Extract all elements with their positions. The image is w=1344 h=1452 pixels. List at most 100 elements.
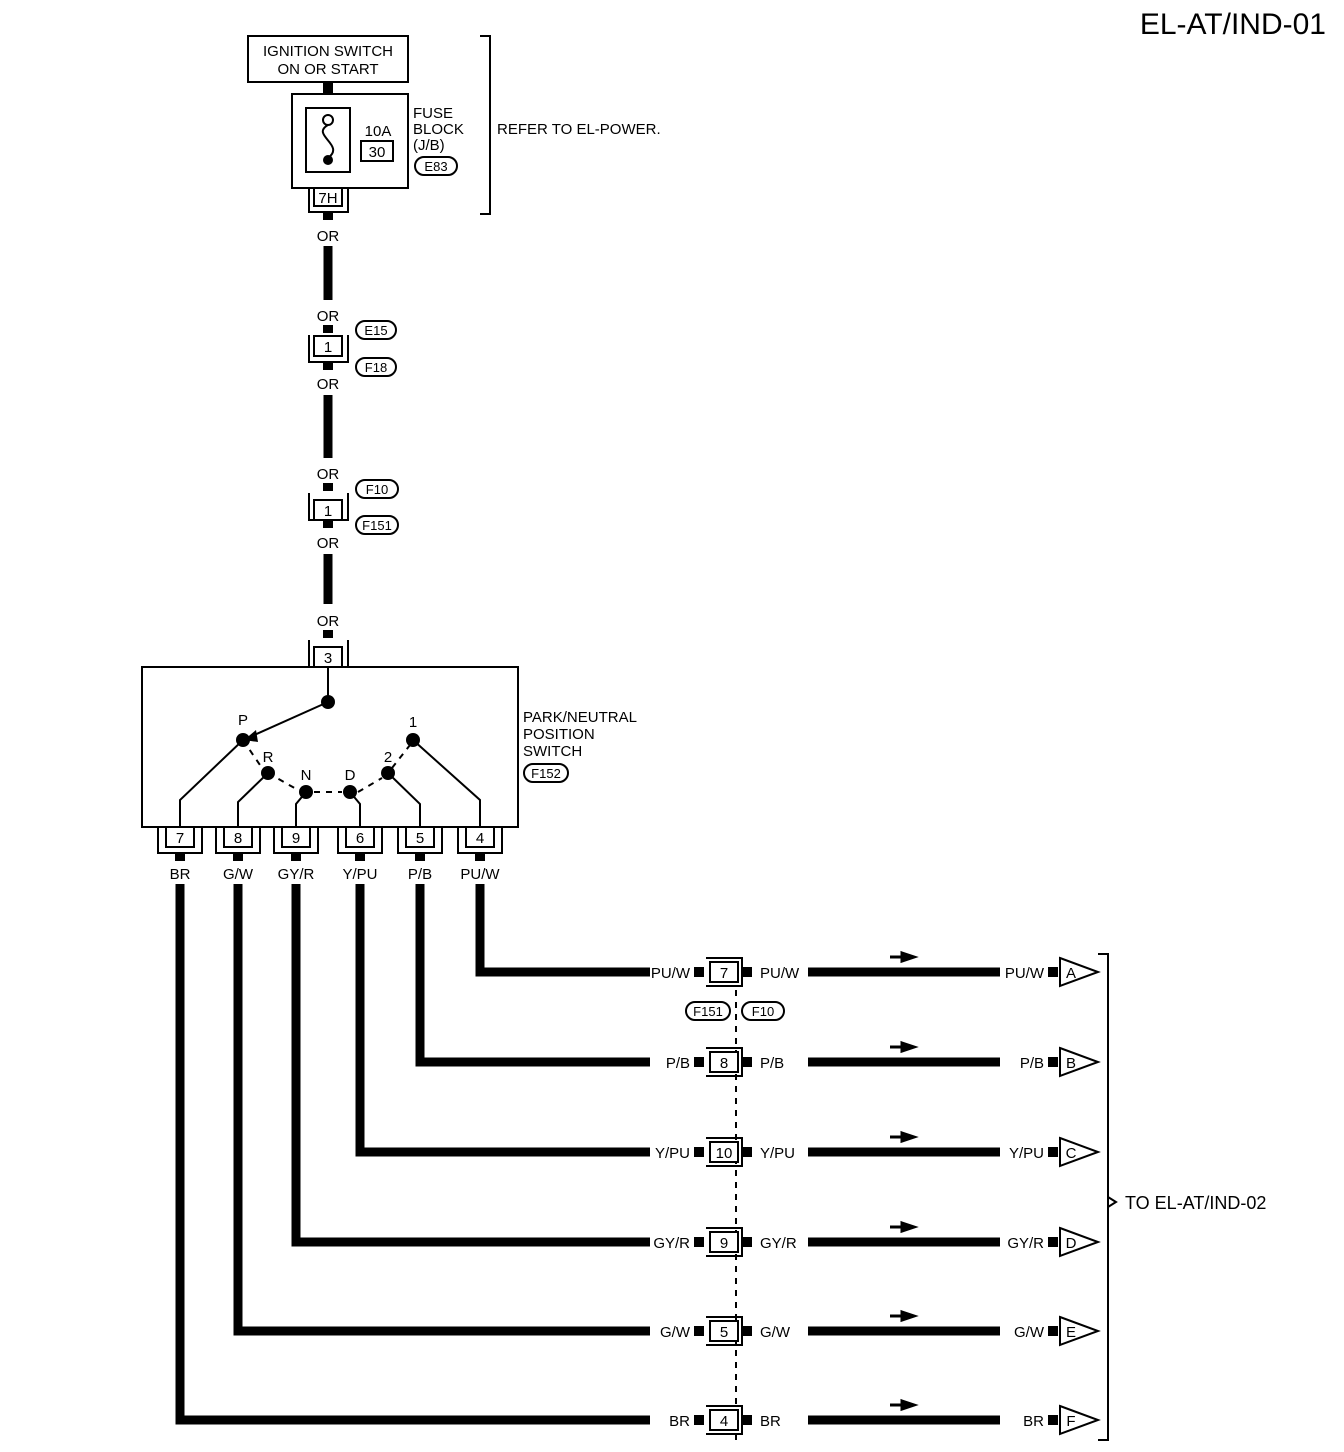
destination-color: P/B xyxy=(1020,1055,1044,1072)
wire-label-or-1: OR xyxy=(317,228,340,245)
junction-pin-10: 10 xyxy=(716,1145,733,1162)
destination-arrow-icon xyxy=(1059,1315,1101,1347)
junction-right-color: P/B xyxy=(760,1055,784,1072)
connector-2-bottom: F151 xyxy=(362,518,392,533)
junction-right-color: GY/R xyxy=(760,1235,797,1252)
wire-label-or-5: OR xyxy=(317,535,340,552)
connector-1-top: E15 xyxy=(364,323,387,338)
position-2: 2 xyxy=(384,749,392,766)
destination-color: PU/W xyxy=(1005,965,1045,982)
direction-arrow-icon xyxy=(890,1220,919,1234)
switch-wire-color: GY/R xyxy=(278,866,315,883)
junction-left-color: PU/W xyxy=(651,965,691,982)
fuse-label-2: BLOCK xyxy=(413,121,464,138)
switch-label-2: POSITION xyxy=(523,726,595,743)
connector-2-pin: 1 xyxy=(324,503,332,520)
position-1: 1 xyxy=(409,714,417,731)
junction-left-connector: F151 xyxy=(693,1004,723,1019)
destination-color: Y/PU xyxy=(1009,1145,1044,1162)
switch-label-1: PARK/NEUTRAL xyxy=(523,709,637,726)
ignition-switch-box xyxy=(247,35,409,83)
junction-pin-box xyxy=(709,1051,739,1073)
junction-pin-8: 8 xyxy=(720,1055,728,1072)
junction-left-color: G/W xyxy=(660,1324,691,1341)
refer-bracket xyxy=(480,35,491,215)
wire-label-or-4: OR xyxy=(317,466,340,483)
switch-label-3: SWITCH xyxy=(523,743,582,760)
switch-pin-box xyxy=(465,826,495,848)
wire-label-or-2: OR xyxy=(317,308,340,325)
switch-pin-4: 4 xyxy=(476,830,484,847)
switch-wire-color: PU/W xyxy=(460,866,500,883)
connector-1-pin: 1 xyxy=(324,339,332,356)
junction-pin-9: 9 xyxy=(720,1235,728,1252)
direction-arrow-icon xyxy=(890,1309,919,1323)
fuse-label-1: FUSE xyxy=(413,105,453,122)
output-wire xyxy=(233,884,650,1336)
output-wire xyxy=(415,884,650,1067)
switch-pin-5: 5 xyxy=(416,830,424,847)
fuse-terminal: 7H xyxy=(318,190,337,207)
output-wire xyxy=(291,884,650,1247)
switch-pin-in: 3 xyxy=(324,650,332,667)
ignition-switch-line2: ON OR START xyxy=(277,61,378,78)
switch-wire-color: Y/PU xyxy=(342,866,377,883)
fuse-connector: E83 xyxy=(424,159,447,174)
park-neutral-switch xyxy=(141,666,519,828)
position-r: R xyxy=(263,749,274,766)
junction-pin-box xyxy=(709,1409,739,1431)
wire-label-or-6: OR xyxy=(317,613,340,630)
junction-pin-7: 7 xyxy=(720,965,728,982)
junction-left-color: GY/R xyxy=(653,1235,690,1252)
destination-letter-C: C xyxy=(1066,1145,1077,1162)
fuse-icon xyxy=(321,124,335,159)
switch-pin-9: 9 xyxy=(292,830,300,847)
switch-pin-box xyxy=(223,826,253,848)
destination-letter-F: F xyxy=(1066,1413,1075,1430)
connector-1-bottom: F18 xyxy=(365,360,387,375)
fuse-label-3: (J/B) xyxy=(413,137,445,154)
direction-arrow-icon xyxy=(890,950,919,964)
position-d: D xyxy=(345,767,356,784)
direction-arrow-icon xyxy=(890,1398,919,1412)
fuse-number: 30 xyxy=(369,144,386,161)
switch-pin-7: 7 xyxy=(176,830,184,847)
junction-left-color: BR xyxy=(669,1413,690,1430)
switch-pin-box xyxy=(405,826,435,848)
switch-connector: F152 xyxy=(531,766,561,781)
destination-letter-A: A xyxy=(1066,965,1076,982)
page-code: EL-AT/IND-01 xyxy=(1140,8,1326,41)
switch-pin-box xyxy=(345,826,375,848)
direction-arrow-icon xyxy=(890,1130,919,1144)
junction-pin-box xyxy=(709,961,739,983)
destination-arrow-icon xyxy=(1059,1046,1101,1078)
destination-color: GY/R xyxy=(1007,1235,1044,1252)
position-p: P xyxy=(238,712,248,729)
destination-letter-D: D xyxy=(1066,1235,1077,1252)
connector-2-top: F10 xyxy=(366,482,388,497)
junction-right-connector: F10 xyxy=(752,1004,774,1019)
switch-pin-box xyxy=(165,826,195,848)
destination-color: G/W xyxy=(1014,1324,1045,1341)
position-n: N xyxy=(301,767,312,784)
destination-bracket xyxy=(1098,953,1118,1441)
direction-arrow-icon xyxy=(890,1040,919,1054)
output-wires xyxy=(175,884,650,1425)
junction-right-color: PU/W xyxy=(760,965,800,982)
junction-left-color: P/B xyxy=(666,1055,690,1072)
junction-pin-box xyxy=(709,1231,739,1253)
junction-pin-box xyxy=(709,1141,739,1163)
destination-arrow-icon xyxy=(1059,956,1101,988)
destination-letter-E: E xyxy=(1066,1324,1076,1341)
switch-wire-color: P/B xyxy=(408,866,432,883)
refer-note: REFER TO EL-POWER. xyxy=(497,121,661,138)
fuse-rating: 10A xyxy=(365,123,392,140)
switch-pin-box xyxy=(281,826,311,848)
ignition-switch-line1: IGNITION SWITCH xyxy=(263,43,393,60)
switch-pin-6: 6 xyxy=(356,830,364,847)
junction-right-color: Y/PU xyxy=(760,1145,795,1162)
junction-left-color: Y/PU xyxy=(655,1145,690,1162)
switch-wire-color: BR xyxy=(170,866,191,883)
junction-right-color: BR xyxy=(760,1413,781,1430)
